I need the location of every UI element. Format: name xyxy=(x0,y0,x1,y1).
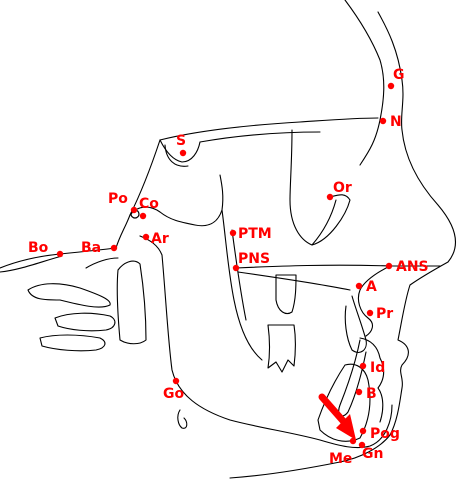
landmark-a: A xyxy=(355,279,377,295)
dens-axis xyxy=(116,260,147,345)
upper-incisor xyxy=(344,295,367,353)
label-gn: Gn xyxy=(362,446,383,462)
condyle-outline xyxy=(129,174,224,227)
landmark-me: Me xyxy=(329,437,357,467)
landmark-pns: PNS xyxy=(232,251,270,272)
label-s: S xyxy=(176,133,186,149)
landmark-g: G xyxy=(387,67,405,90)
maxilla-anterior xyxy=(357,265,391,337)
landmark-go: Go xyxy=(163,377,184,402)
sella-floor xyxy=(164,144,189,167)
landmark-ans: ANS xyxy=(385,259,429,275)
label-ar: Ar xyxy=(151,231,169,247)
orbit-lateral xyxy=(311,199,337,246)
vertebra-2 xyxy=(54,312,116,332)
palate-lower xyxy=(237,271,351,291)
label-g: G xyxy=(393,67,405,83)
direction-arrow xyxy=(318,393,356,440)
label-po: Po xyxy=(108,191,128,207)
mandible-symphysis-inner xyxy=(317,363,371,442)
posterior-arch xyxy=(85,257,119,269)
label-me: Me xyxy=(329,451,352,467)
pterygomaxillary-fissure xyxy=(221,209,263,361)
landmark-ptm: PTM xyxy=(229,226,272,242)
landmark-n: N xyxy=(379,114,402,130)
label-co: Co xyxy=(139,196,159,212)
label-bo: Bo xyxy=(28,240,49,256)
label-id: Id xyxy=(370,360,385,376)
orbit-roof xyxy=(199,131,321,143)
landmark-pr: Pr xyxy=(366,306,393,322)
label-ba: Ba xyxy=(81,240,101,256)
landmark-s: S xyxy=(176,133,187,157)
landmark-ar: Ar xyxy=(142,231,169,247)
label-b: B xyxy=(366,386,377,402)
label-pns: PNS xyxy=(238,251,270,267)
landmark-ba: Ba xyxy=(81,240,118,256)
landmark-gn: Gn xyxy=(358,441,383,462)
vertebra-3 xyxy=(39,334,106,352)
palatal-plane xyxy=(235,264,441,269)
label-ans: ANS xyxy=(396,259,429,275)
label-pog: Pog xyxy=(370,426,400,442)
label-pr: Pr xyxy=(376,306,393,322)
soft-tissue-profile xyxy=(229,11,456,479)
landmark-b: B xyxy=(355,386,377,402)
chin-contour xyxy=(359,337,385,423)
label-or: Or xyxy=(333,180,352,196)
landmark-id: Id xyxy=(359,360,385,376)
label-ptm: PTM xyxy=(238,226,272,242)
landmark-or: Or xyxy=(326,180,352,201)
landmark-po: Po xyxy=(108,191,138,214)
hyoid-bone xyxy=(177,409,188,429)
occipital-base xyxy=(0,255,63,273)
frontal-bone-outline xyxy=(344,0,385,166)
label-n: N xyxy=(390,114,402,130)
ptm-posterior xyxy=(231,229,247,321)
label-a: A xyxy=(366,279,377,295)
label-go: Go xyxy=(163,386,184,402)
mandible-ramus xyxy=(139,235,393,449)
landmark-co: Co xyxy=(139,196,159,220)
lower-molar xyxy=(267,324,297,373)
vertebra-1 xyxy=(27,283,111,308)
landmark-pog: Pog xyxy=(359,426,400,442)
cranial-base-line xyxy=(159,117,379,141)
upper-molar xyxy=(275,274,297,315)
landmark-bo: Bo xyxy=(28,240,64,258)
